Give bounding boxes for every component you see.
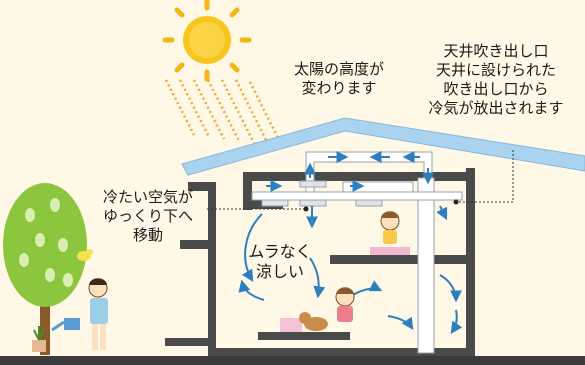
potted-plant <box>32 326 46 352</box>
sun-icon <box>162 0 252 82</box>
vent-marker <box>453 199 459 205</box>
house-structure <box>165 168 475 358</box>
tree-icon <box>3 183 87 355</box>
cold-air-marker <box>303 206 309 212</box>
sun-altitude-caption: 太陽の高度が 変わります <box>293 60 384 97</box>
cold-air-caption: 冷たい空気が ゆっくり下へ 移動 <box>102 188 193 244</box>
ground-line <box>0 356 585 365</box>
child-upstairs <box>370 211 410 255</box>
roof <box>181 117 585 176</box>
dog-icon <box>299 312 328 331</box>
person-watering <box>88 278 108 350</box>
bird-icon <box>77 249 93 261</box>
duct-outlets <box>261 180 383 207</box>
sunlight-rays <box>164 79 282 145</box>
callout-leaders <box>207 150 514 210</box>
room-caption: ムラなく 涼しい <box>248 242 312 281</box>
ceiling-vent-caption: 天井吹き出し口 天井に設けられた 吹き出し口から 冷気が放出されます <box>428 42 564 117</box>
child-downstairs <box>280 287 355 332</box>
watering-can-icon <box>51 318 80 332</box>
